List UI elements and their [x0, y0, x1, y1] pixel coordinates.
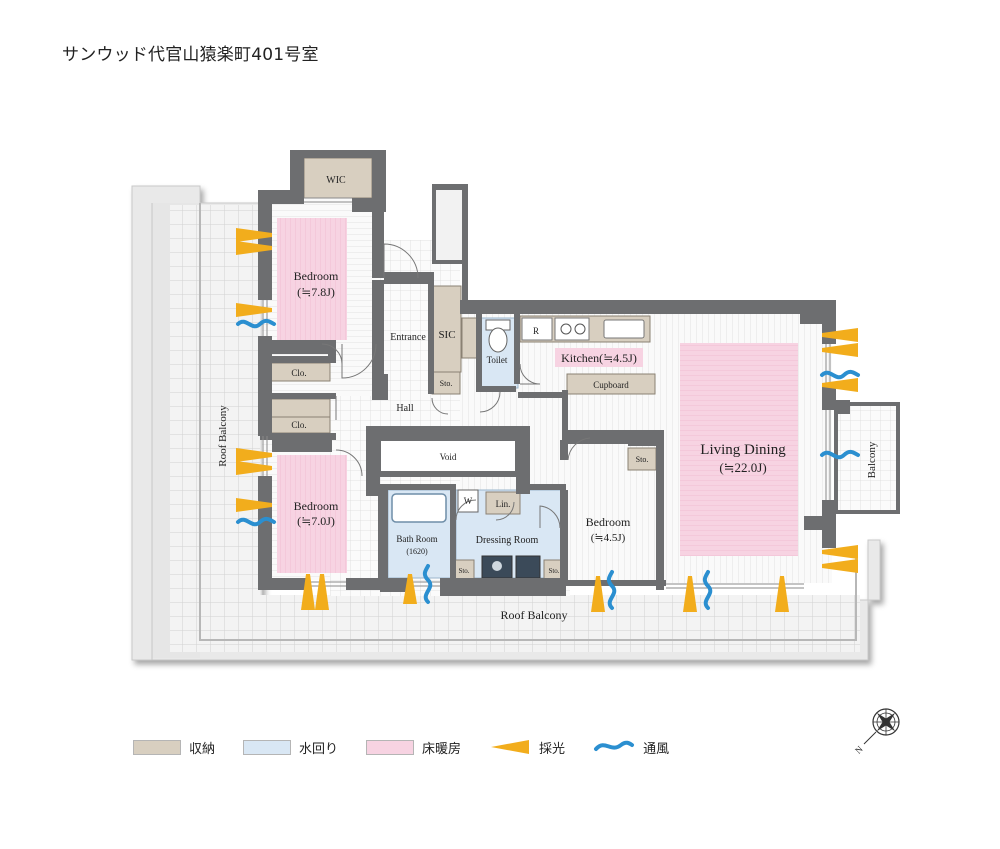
walls [258, 150, 850, 596]
bedroom3-size: (≒4.5J) [591, 532, 626, 544]
bedroom1-label: Bedroom [294, 269, 339, 283]
dressing-label: Dressing Room [476, 535, 539, 546]
balcony-edge [151, 203, 868, 661]
roof-balcony-left-floor [170, 205, 260, 600]
clo1-label: Clo. [291, 368, 306, 378]
light-icon [491, 740, 530, 754]
floorplan-title: サンウッド代官山猿楽町401号室 [62, 45, 319, 65]
legend-item-storage: 収納 [133, 738, 215, 757]
bedroom2-size: (≒7.0J) [297, 514, 335, 528]
legend-item-light: 採光 [489, 738, 565, 757]
cupboard-storage [566, 373, 656, 395]
legend-label: 採光 [539, 741, 566, 757]
entrance-label: Entrance [390, 332, 426, 343]
clo1b-storage [267, 398, 331, 418]
roof-balcony-bottom-floor [170, 595, 860, 652]
sic-label: SIC [438, 329, 455, 341]
toilet-fixture [485, 319, 511, 353]
bedroom1-heating [277, 218, 347, 340]
balcony-label: Balcony [866, 441, 878, 478]
kitchen-heating [555, 348, 643, 367]
compass-icon: N [853, 708, 900, 756]
hall-label: Hall [396, 403, 413, 414]
washer-label: W [464, 496, 473, 506]
wet-area-swatch [243, 739, 292, 755]
kitchen-fixtures [521, 317, 645, 341]
legend-item-wind: 通風 [593, 738, 669, 757]
wic-label: WIC [326, 175, 346, 186]
wind-indicators [236, 318, 860, 610]
living-heating [680, 343, 798, 556]
cupboard-label: Cupboard [593, 380, 629, 390]
legend-item-floor-heating: 床暖房 [366, 738, 461, 757]
refrigerator-label: R [533, 326, 539, 336]
clo2-label: Clo. [291, 420, 306, 430]
bath-label: Bath Room [396, 534, 437, 544]
sic-shelf [461, 317, 479, 359]
bedroom2-label: Bedroom [294, 499, 339, 513]
doors [321, 243, 591, 529]
kitchen-label: Kitchen(≒4.5J) [561, 351, 637, 365]
floor-heating-swatch [366, 739, 415, 755]
side-balcony-floor [834, 402, 900, 514]
storage-swatch [133, 739, 181, 755]
roof-balcony-bottom-label: Roof Balcony [501, 608, 568, 622]
compass-north-label: N [853, 744, 865, 756]
bath-size: (1620) [406, 547, 428, 556]
bedroom3-label: Bedroom [586, 515, 631, 529]
wic-storage [303, 157, 373, 199]
bedroom2-heating [277, 455, 347, 573]
legend-label: 床暖房 [422, 741, 462, 757]
wind-icon [594, 740, 635, 751]
bath-fixtures [391, 489, 541, 579]
roof-balcony-left-label: Roof Balcony [217, 405, 229, 467]
bedroom1-size: (≒7.8J) [297, 285, 335, 299]
sto4-label: Sto. [548, 567, 559, 575]
toilet-label: Toilet [487, 355, 508, 365]
sto2-label: Sto. [636, 455, 649, 464]
light-indicators [236, 228, 858, 612]
legend-label: 水回り [299, 741, 339, 757]
legend-item-wet-area: 水回り [243, 738, 338, 757]
sto1-label: Sto. [440, 379, 453, 388]
living-size: (≒22.0J) [719, 460, 766, 475]
sto3-label: Sto. [458, 567, 469, 575]
linen-storage [485, 491, 521, 515]
living-label: Living Dining [700, 442, 786, 458]
legend: 収納 水回り 床暖房 採光 通風 [133, 737, 697, 757]
linen-label: Lin. [496, 499, 511, 509]
void-label: Void [440, 452, 457, 462]
balcony-rail [199, 203, 857, 641]
legend-label: 通風 [643, 741, 670, 757]
legend-label: 収納 [189, 741, 216, 757]
